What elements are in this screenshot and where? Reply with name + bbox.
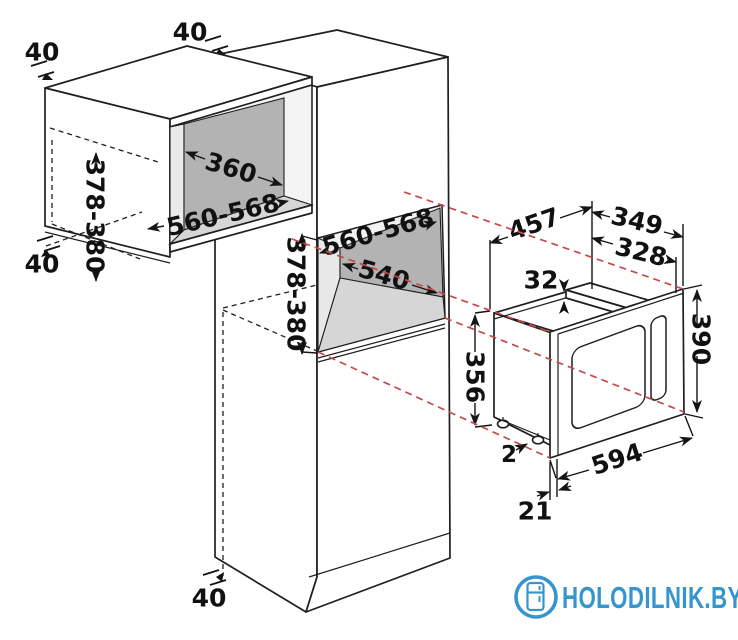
- dim-small-top-label: 40: [25, 38, 60, 67]
- dim-tall-top-label: 40: [173, 18, 208, 47]
- holodilnik-logo[interactable]: HOLODILNIK.BY: [514, 575, 738, 619]
- projection-lines: [291, 191, 685, 459]
- dim-mw-depth-inner-label: 328: [612, 232, 670, 273]
- dim-mw-depth-total-label: 457: [505, 202, 564, 246]
- dim-mw-height-body-label: 356: [461, 351, 490, 403]
- dim-mw-lip-label: 21: [518, 497, 553, 526]
- dim-small-height-label: 378-380: [81, 159, 110, 274]
- microwave-drawing: [493, 282, 685, 459]
- dim-mw-width-label: 594: [588, 437, 647, 481]
- dim-tall-bottom-label: 40: [192, 584, 227, 613]
- dim-small-bottom-label: 40: [25, 250, 60, 279]
- dim-mw-depth-body-label: 349: [608, 201, 665, 241]
- dim-mw-height-frame-label: 390: [687, 313, 716, 365]
- microwave-door-window: [571, 324, 646, 430]
- microwave-foot: [531, 435, 545, 445]
- fridge-icon: [526, 581, 545, 612]
- dim-niche-height-label: 378-380: [282, 237, 311, 352]
- dim-mw-top-step-label: 32: [524, 266, 559, 295]
- logo-circle: [514, 575, 558, 619]
- small-cabinet-drawing: [30, 45, 314, 264]
- dim-mw-foot-label: 2: [501, 442, 517, 468]
- microwave-control-strip: [650, 315, 667, 401]
- logo-text: HOLODILNIK.BY: [562, 580, 738, 614]
